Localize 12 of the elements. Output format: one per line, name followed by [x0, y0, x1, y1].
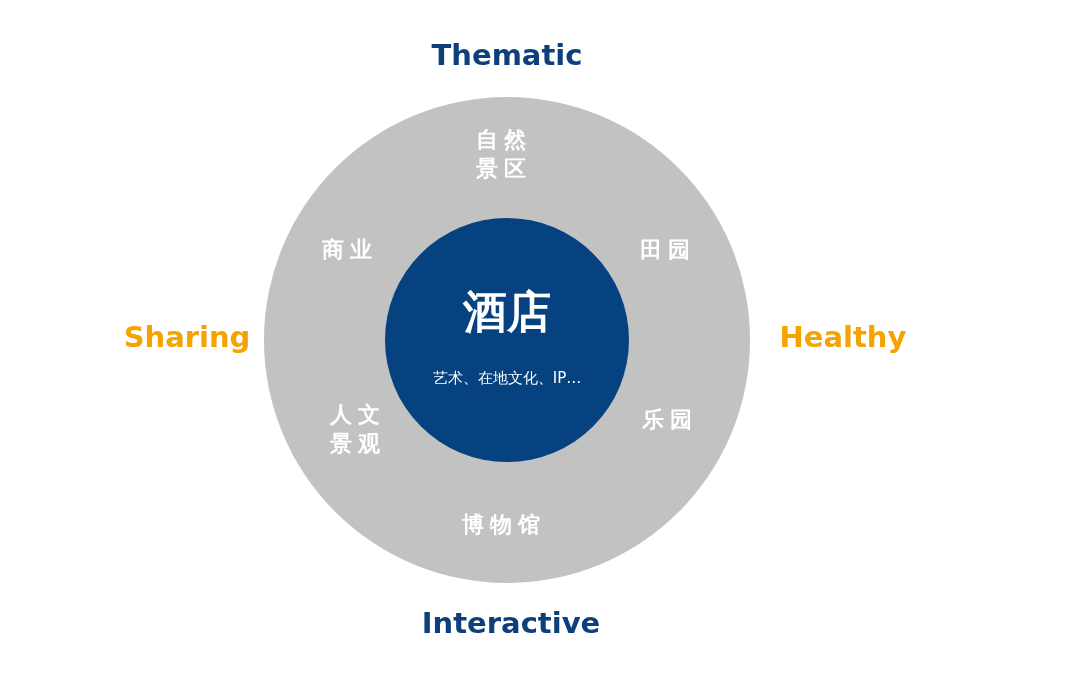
ring-label: 商业	[321, 235, 379, 264]
axis-label: Sharing	[123, 320, 251, 354]
axis-label: Interactive	[421, 606, 601, 640]
axis-label: Thematic	[431, 38, 583, 72]
center-subtitle: 艺术、在地文化、IP…	[432, 368, 582, 388]
ring-label: 田园	[639, 235, 697, 264]
ring-label: 博物馆	[461, 510, 547, 539]
ring-label: 自然景区	[475, 126, 533, 183]
ring-label: 乐园	[641, 405, 699, 434]
center-title: 酒店	[463, 284, 551, 339]
axis-label: Healthy	[779, 320, 907, 354]
ring-label: 人文景观	[329, 401, 387, 458]
